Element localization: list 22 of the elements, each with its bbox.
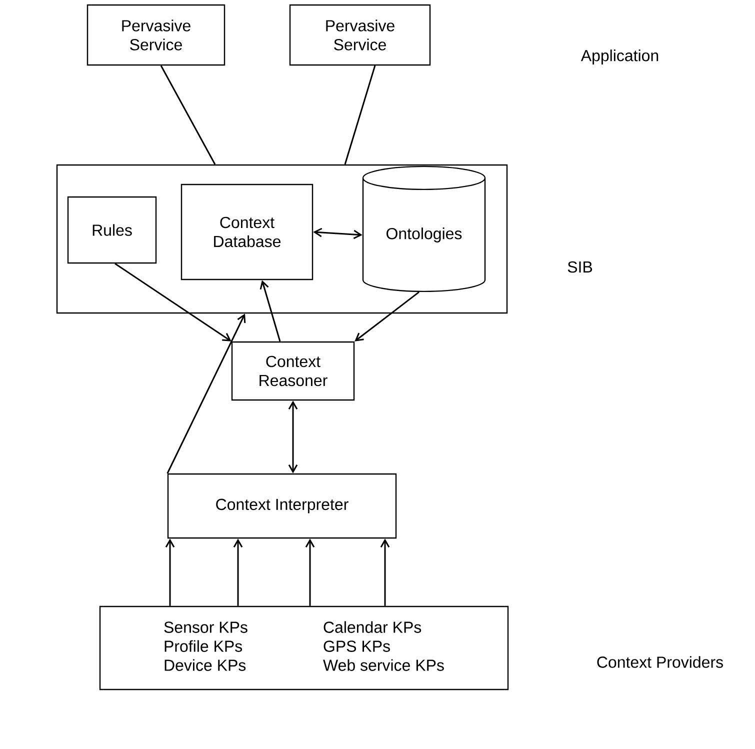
rules-box: Rules (67, 196, 157, 264)
sib-container (56, 164, 508, 314)
ontologies-cylinder: Ontologies (362, 166, 486, 292)
layer-label: Context Providers (597, 656, 723, 668)
arrow (260, 280, 281, 342)
arrow (354, 291, 420, 342)
database-box: Context Database (180, 184, 314, 280)
providers-box: Sensor KPs Calendar KPs Profile KPs GPS KPs Device KPs Web service KPs (99, 606, 509, 690)
arrow (233, 538, 243, 606)
arrow (166, 314, 246, 474)
interpreter-box: Context Interpreter (167, 473, 397, 539)
arrow (380, 538, 390, 606)
arrow (288, 400, 298, 474)
service-box: Pervasive Service (86, 4, 226, 66)
reasoner-box: Context Reasoner (231, 341, 355, 401)
arrow (114, 262, 232, 342)
layer-label: SIB (568, 261, 592, 273)
service-box: Pervasive Service (289, 4, 431, 66)
arrow (165, 538, 175, 606)
arrow (313, 228, 362, 240)
arrow (305, 538, 315, 606)
layer-label: Application (580, 50, 658, 64)
